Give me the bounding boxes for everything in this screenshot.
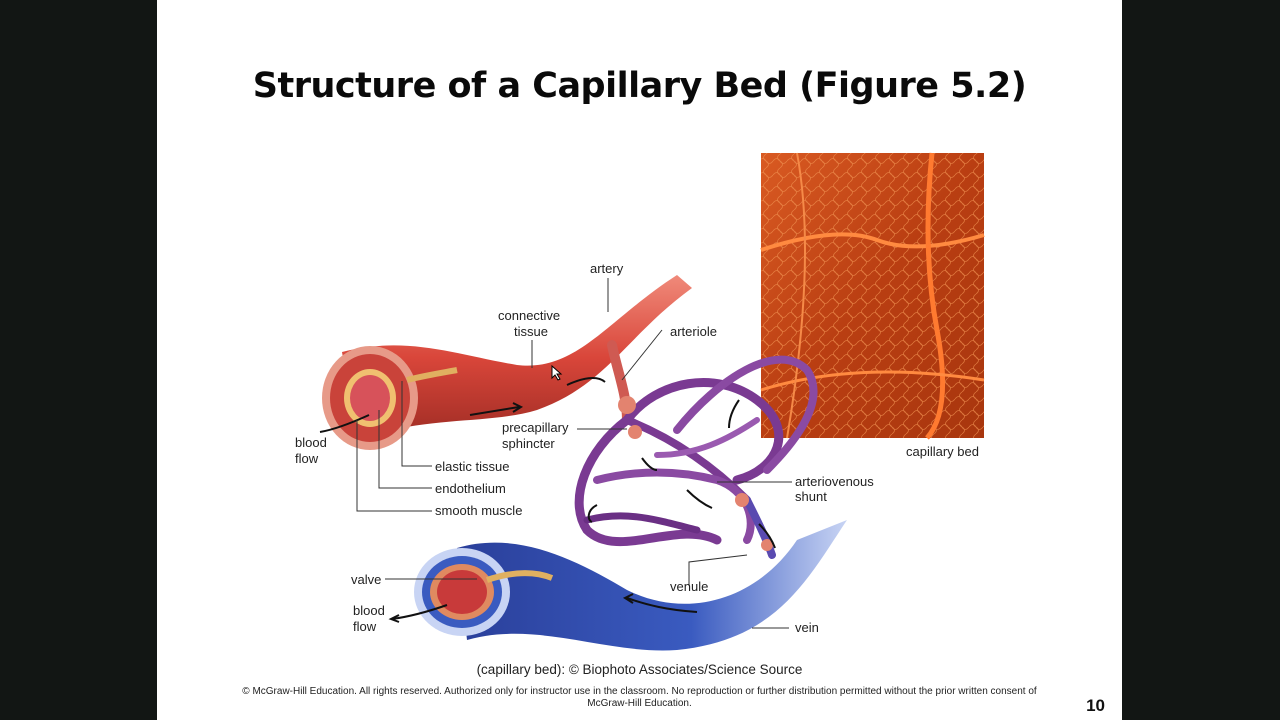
label-connective-tissue-2: tissue: [514, 324, 548, 339]
capillary-network: [574, 340, 818, 559]
slide: Structure of a Capillary Bed (Figure 5.2…: [157, 0, 1122, 720]
label-blood-flow-bottom-2: flow: [353, 619, 377, 634]
slide-number: 10: [1086, 696, 1105, 715]
copyright-line-2: McGraw-Hill Education.: [587, 698, 692, 709]
label-arteriovenous-1: arteriovenous: [795, 474, 874, 489]
label-vein: vein: [795, 620, 819, 635]
label-valve: valve: [351, 572, 381, 587]
copyright-line-1: © McGraw-Hill Education. All rights rese…: [242, 686, 1037, 697]
label-venule: venule: [670, 579, 708, 594]
label-arteriovenous-2: shunt: [795, 489, 827, 504]
artery-vessel: [322, 275, 692, 450]
capillary-bed-photo: [760, 152, 985, 440]
label-precapillary-1: precapillary: [502, 420, 569, 435]
image-credit: (capillary bed): © Biophoto Associates/S…: [476, 662, 803, 677]
label-arteriole: arteriole: [670, 324, 717, 339]
label-capillary-bed: capillary bed: [906, 444, 979, 459]
leader-lines: [356, 278, 792, 629]
label-blood-flow-bottom-1: blood: [353, 603, 385, 618]
label-smooth-muscle: smooth muscle: [435, 503, 522, 518]
mouse-cursor-icon: [551, 364, 563, 381]
copyright-notice: © McGraw-Hill Education. All rights rese…: [207, 686, 1072, 710]
label-elastic-tissue: elastic tissue: [435, 459, 509, 474]
label-blood-flow-top-2: flow: [295, 451, 319, 466]
label-precapillary-2: sphincter: [502, 436, 555, 451]
capillary-bed-figure: artery connective tissue arteriole blood…: [295, 152, 985, 651]
label-endothelium: endothelium: [435, 481, 506, 496]
flow-arrows: [319, 377, 776, 623]
slide-title: Structure of a Capillary Bed (Figure 5.2…: [252, 66, 1027, 106]
label-blood-flow-top-1: blood: [295, 435, 327, 450]
label-connective-tissue-1: connective: [498, 308, 560, 323]
label-artery: artery: [590, 261, 624, 276]
